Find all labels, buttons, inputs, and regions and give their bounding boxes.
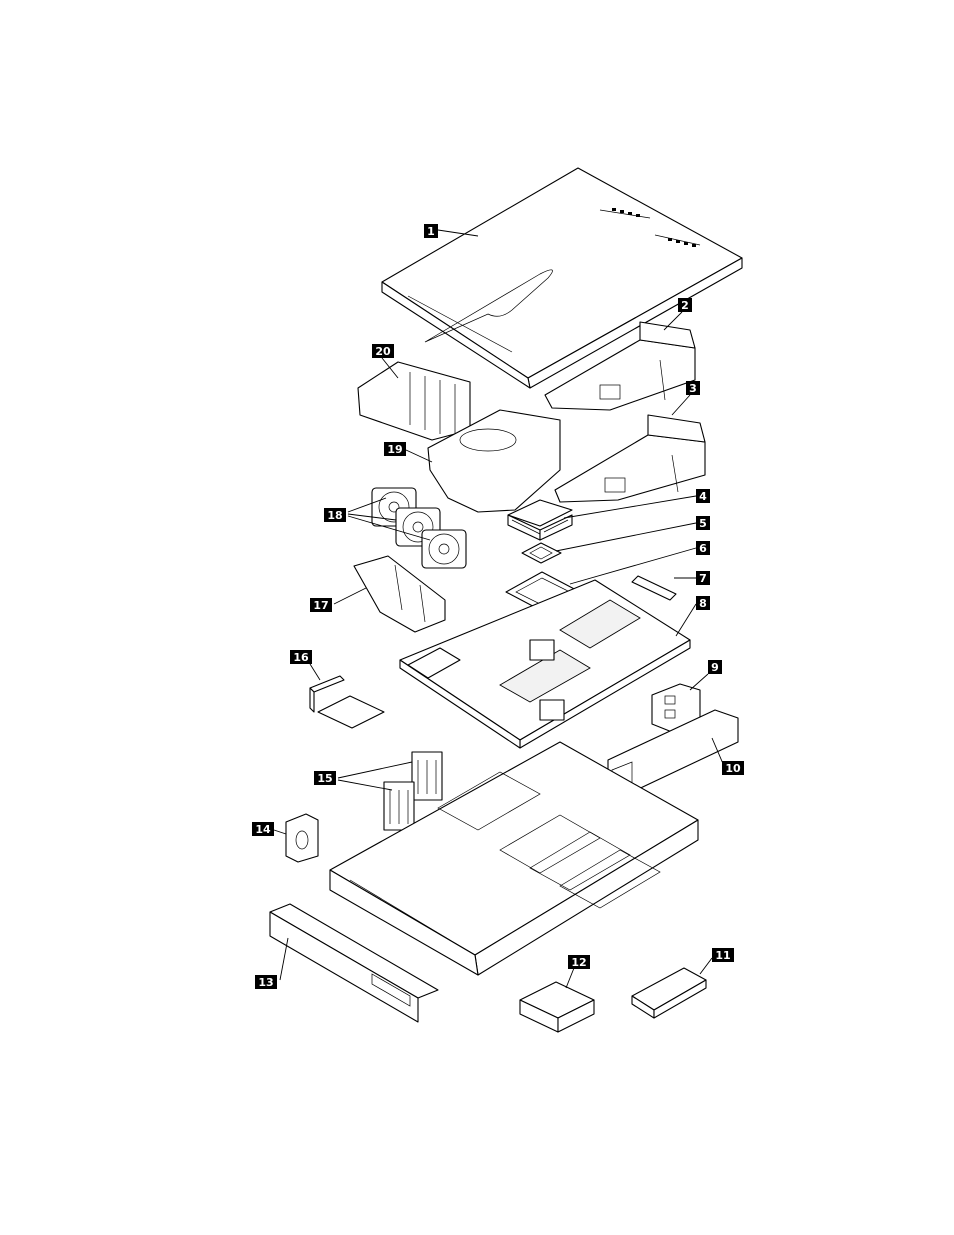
part-processor: [522, 543, 561, 563]
callout-label: 11: [715, 949, 730, 962]
part-drive-filler: [286, 814, 318, 862]
part-optical-drive: [632, 968, 706, 1018]
callout-12: 12: [568, 955, 590, 969]
callout-14: 14: [252, 822, 274, 836]
callout-13: 13: [255, 975, 277, 989]
callout-label: 7: [699, 572, 707, 585]
callout-1: 1: [424, 224, 438, 238]
callout-label: 6: [699, 542, 707, 555]
callout-2: 2: [678, 298, 692, 312]
callout-5: 5: [696, 516, 710, 530]
callout-label: 20: [375, 345, 391, 358]
callout-label: 5: [699, 517, 707, 530]
callout-label: 10: [725, 762, 741, 775]
callout-label: 3: [689, 382, 697, 395]
callout-8: 8: [696, 596, 710, 610]
callout-label: 15: [317, 772, 332, 785]
callout-label: 14: [255, 823, 271, 836]
part-air-baffle-small: [358, 362, 470, 440]
part-adapter-card: [318, 696, 384, 728]
callout-7: 7: [696, 571, 710, 585]
callout-9: 9: [708, 660, 722, 674]
callout-3: 3: [686, 381, 700, 395]
part-riser-cage-lower: [555, 415, 705, 502]
callout-10: 10: [722, 761, 744, 775]
callout-11: 11: [712, 948, 734, 962]
callout-16: 16: [290, 650, 312, 664]
callout-label: 13: [258, 976, 273, 989]
part-media-cage: [520, 982, 594, 1032]
callout-label: 19: [387, 443, 402, 456]
callout-label: 4: [699, 490, 707, 503]
callout-label: 16: [293, 651, 309, 664]
callout-15: 15: [314, 771, 336, 785]
callout-label: 18: [327, 509, 342, 522]
callout-label: 9: [711, 661, 719, 674]
callout-6: 6: [696, 541, 710, 555]
callout-label: 17: [313, 599, 328, 612]
callout-4: 4: [696, 489, 710, 503]
callout-label: 2: [681, 299, 689, 312]
callout-17: 17: [310, 598, 332, 612]
callout-label: 8: [699, 597, 707, 610]
callout-18: 18: [324, 508, 346, 522]
part-memory-dimm: [632, 576, 676, 600]
callout-label: 1: [427, 225, 435, 238]
callout-20: 20: [372, 344, 394, 358]
callout-19: 19: [384, 442, 406, 456]
callout-label: 12: [571, 956, 586, 969]
